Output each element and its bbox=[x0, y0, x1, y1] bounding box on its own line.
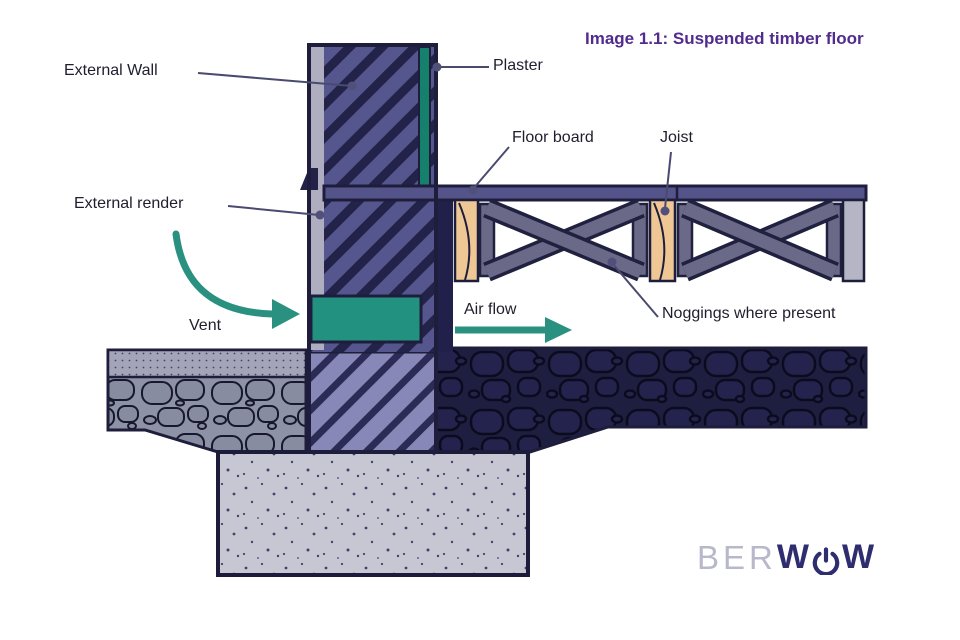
label-joist: Joist bbox=[660, 129, 693, 146]
logo-w-left: W bbox=[776, 538, 810, 576]
diagram-title: Image 1.1: Suspended timber floor bbox=[585, 29, 864, 48]
blinding-layer bbox=[106, 348, 308, 379]
external-render-strip bbox=[309, 45, 324, 350]
noggings-bay-2 bbox=[676, 198, 843, 282]
leader-lines bbox=[197, 66, 672, 318]
plaster-strip bbox=[418, 46, 431, 188]
floor-board bbox=[322, 184, 868, 202]
logo-prefix: BER bbox=[697, 538, 777, 576]
ground-left bbox=[106, 348, 308, 454]
label-external-wall: External Wall bbox=[64, 62, 158, 79]
air-flow-arrow bbox=[455, 317, 572, 343]
power-icon bbox=[812, 546, 840, 575]
logo-w-right: W bbox=[841, 538, 876, 576]
wall-below-ground bbox=[307, 350, 438, 454]
label-air-flow: Air flow bbox=[464, 301, 517, 318]
wall-outline bbox=[307, 43, 438, 454]
label-plaster: Plaster bbox=[493, 57, 543, 74]
leader-dots bbox=[315, 62, 670, 267]
vent-block bbox=[309, 294, 423, 344]
ground-right bbox=[431, 346, 868, 454]
berwow-logo: BER W W bbox=[697, 538, 875, 577]
joist-structure bbox=[453, 198, 866, 283]
vent-arrow bbox=[172, 230, 300, 329]
noggings-bay-1 bbox=[478, 198, 649, 282]
joist-end bbox=[841, 198, 866, 283]
joist-left bbox=[453, 198, 480, 283]
label-floor-board: Floor board bbox=[512, 129, 594, 146]
label-external-render: External render bbox=[74, 195, 184, 212]
label-noggings: Noggings where present bbox=[662, 305, 836, 322]
foundation bbox=[216, 450, 530, 577]
label-vent: Vent bbox=[189, 317, 222, 334]
